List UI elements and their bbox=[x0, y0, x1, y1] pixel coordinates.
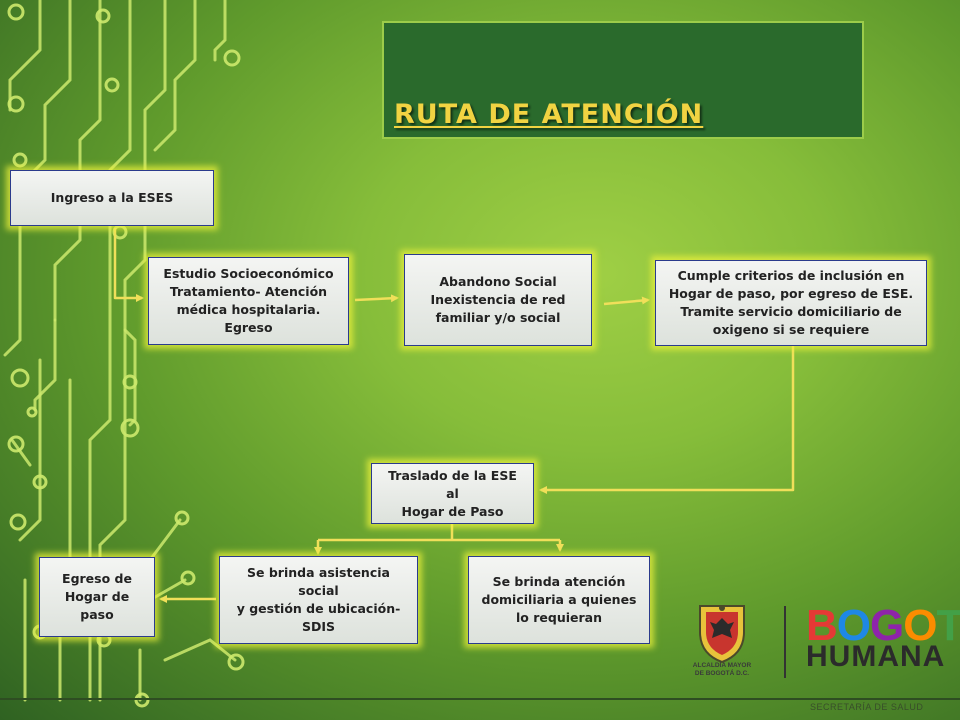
node-asistencia-label: Se brinda asistencia social y gestión de… bbox=[236, 565, 401, 634]
connector-estudio-abandono bbox=[354, 294, 399, 303]
connector-cumple-traslado bbox=[539, 345, 795, 494]
node-ingreso: Ingreso a la ESES bbox=[10, 170, 214, 226]
node-abandono: Abandono Social Inexistencia de red fami… bbox=[404, 254, 592, 346]
node-asistencia: Se brinda asistencia social y gestión de… bbox=[219, 556, 418, 644]
bogota-letter: B bbox=[806, 601, 838, 650]
node-atencion: Se brinda atención domiciliaria a quiene… bbox=[468, 556, 650, 644]
node-estudio-label: Estudio Socioeconómico Tratamiento- Aten… bbox=[163, 266, 334, 335]
node-cumple-label: Cumple criterios de inclusión en Hogar d… bbox=[668, 268, 914, 337]
humana-wordmark: HUMANA bbox=[806, 640, 946, 673]
node-egreso-label: Egreso de Hogar de paso bbox=[62, 571, 132, 622]
node-abandono-label: Abandono Social Inexistencia de red fami… bbox=[430, 274, 566, 325]
page-title: RUTA DE ATENCIÓN bbox=[394, 99, 704, 130]
bogota-logo: ALCALDÍA MAYOR DE BOGOTÁ D.C. BOGOTÁ HUM… bbox=[680, 600, 960, 720]
node-atencion-label: Se brinda atención domiciliaria a quiene… bbox=[481, 574, 637, 625]
node-estudio: Estudio Socioeconómico Tratamiento- Aten… bbox=[148, 257, 349, 345]
bogota-wordmark: BOGOTÁ bbox=[806, 604, 960, 648]
connector-ingreso-estudio bbox=[113, 228, 144, 302]
secretaria-label: SECRETARÍA DE SALUD bbox=[810, 702, 924, 712]
node-traslado-label: Traslado de la ESE al Hogar de Paso bbox=[388, 467, 517, 519]
footer-divider bbox=[0, 698, 960, 700]
title-banner: RUTA DE ATENCIÓN bbox=[382, 21, 864, 139]
connector-abandono-cumple bbox=[603, 296, 650, 306]
bogota-letter: T bbox=[936, 601, 960, 650]
coat-of-arms-icon bbox=[699, 605, 745, 664]
shield-caption: ALCALDÍA MAYOR DE BOGOTÁ D.C. bbox=[692, 662, 752, 677]
connector-traslado-split bbox=[318, 524, 560, 542]
node-ingreso-label: Ingreso a la ESES bbox=[50, 190, 174, 205]
bogota-letter: G bbox=[870, 601, 904, 650]
bogota-letter: O bbox=[903, 601, 937, 650]
bogota-letter: O bbox=[836, 601, 871, 650]
logo-divider bbox=[784, 606, 786, 678]
node-traslado: Traslado de la ESE al Hogar de Paso bbox=[371, 463, 534, 524]
node-cumple: Cumple criterios de inclusión en Hogar d… bbox=[655, 260, 927, 346]
node-egreso: Egreso de Hogar de paso bbox=[39, 557, 155, 637]
